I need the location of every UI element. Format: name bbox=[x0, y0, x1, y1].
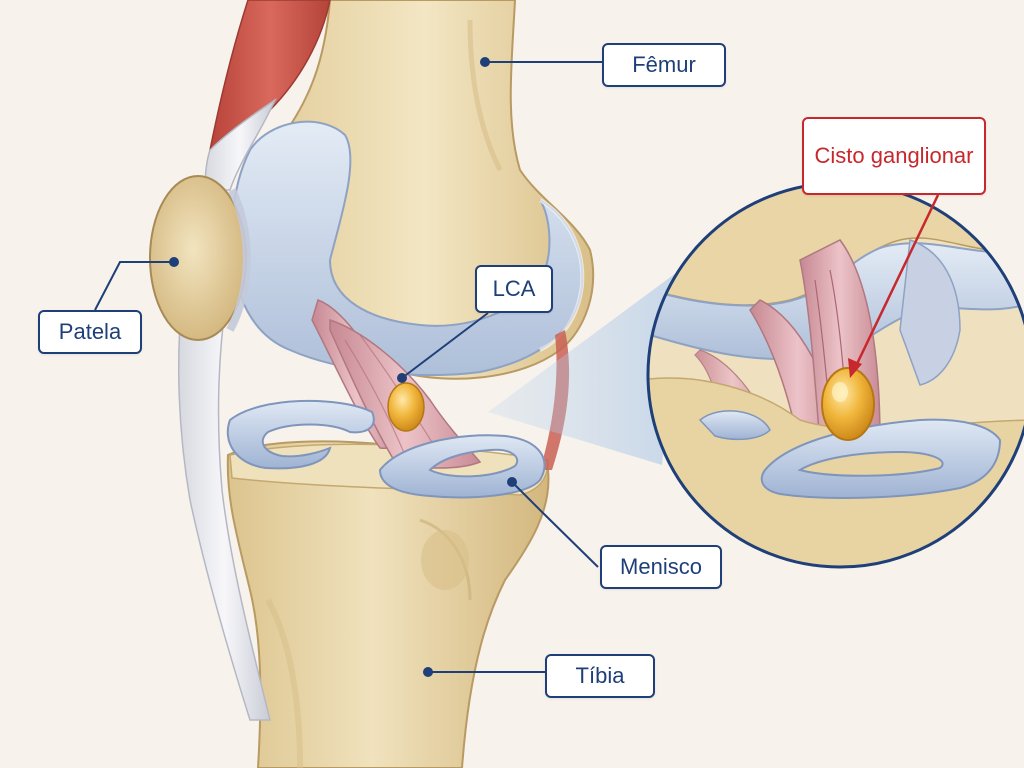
label-patela: Patela bbox=[38, 310, 142, 354]
label-tibia: Tíbia bbox=[545, 654, 655, 698]
patellar-ligament bbox=[177, 299, 271, 721]
patella-bone bbox=[149, 175, 247, 341]
zoom-cone bbox=[488, 270, 680, 465]
medial-meniscus bbox=[226, 399, 375, 470]
cyst-arrow-line bbox=[853, 194, 940, 369]
lateral-meniscus bbox=[378, 434, 546, 499]
quadriceps-tendon bbox=[204, 97, 277, 191]
lca-marker-dot bbox=[397, 373, 407, 383]
label-cisto-ganglionar: Cisto ganglionar bbox=[802, 117, 986, 195]
menisco-marker-dot bbox=[507, 477, 517, 487]
label-menisco: Menisco bbox=[600, 545, 722, 589]
femur-marker-dot bbox=[480, 57, 490, 67]
label-femur: Fêmur bbox=[602, 43, 726, 87]
patela-marker-dot bbox=[169, 257, 179, 267]
tibia-marker-dot bbox=[423, 667, 433, 677]
label-lca: LCA bbox=[475, 265, 553, 313]
cyst-arrow-head bbox=[848, 358, 862, 378]
leader-lines bbox=[94, 61, 602, 673]
cyst-small bbox=[387, 382, 425, 432]
tibia-bone bbox=[226, 440, 550, 768]
